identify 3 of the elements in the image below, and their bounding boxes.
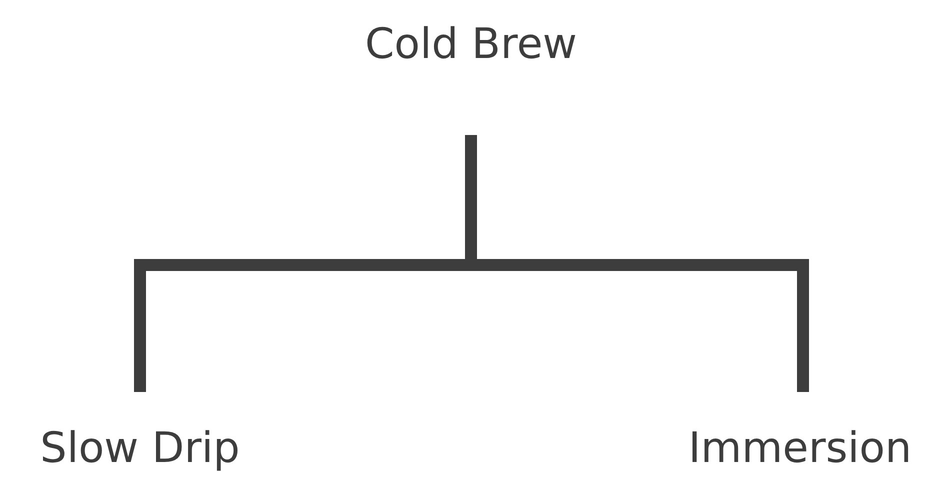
node-label: Cold Brew: [364, 20, 578, 68]
node-label: Slow Drip: [40, 424, 240, 472]
node-label: Immersion: [688, 424, 912, 472]
